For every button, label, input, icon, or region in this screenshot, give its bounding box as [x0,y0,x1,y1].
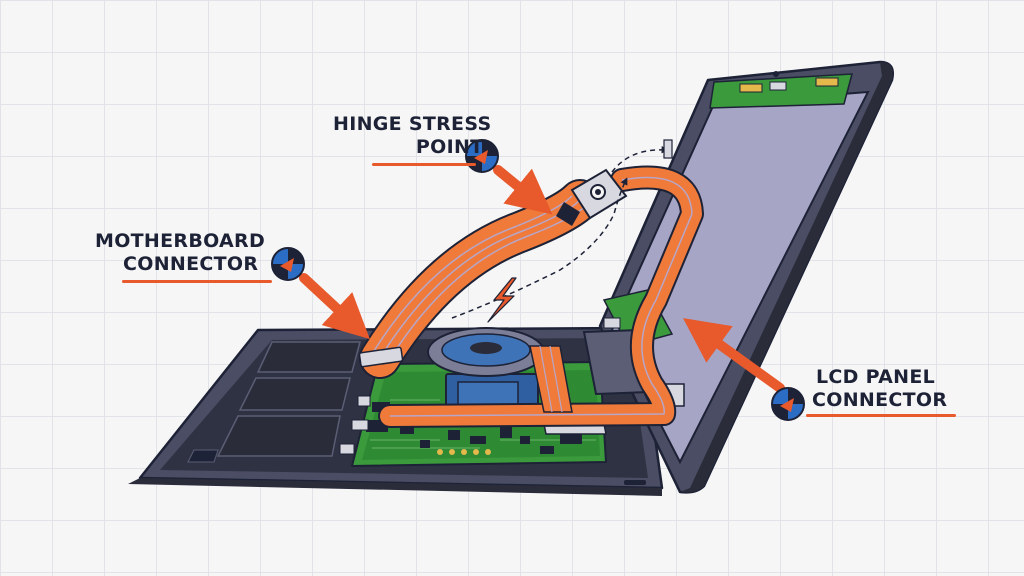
motherboard-connector-line1: MOTHERBOARD [95,230,266,252]
lcd-panel-connector-arrow [683,318,785,393]
ribbon-cable-secondary [529,345,573,413]
hinge-clip [556,168,628,226]
lcd-panel-connector-line2: CONNECTOR [812,389,948,411]
lcd-panel-connector-underline [806,414,956,417]
motherboard-connector-line2: CONNECTOR [123,253,259,275]
motherboard-connector-label: MOTHERBOARD CONNECTOR [95,230,265,276]
hinge-stress-point-line2: POINT [415,136,484,158]
ribbon-cable-lcd [378,165,704,428]
lightning-bolt-icon [487,277,517,323]
lcd-panel-connector-line1: LCD PANEL [816,366,936,388]
lcd-panel-connector-label: LCD PANEL CONNECTOR [812,366,947,412]
cooling-fan [427,327,545,377]
motherboard-connector-underline [122,280,272,283]
hinge-stress-arrow [493,165,553,215]
hinge-stress-point-line1: HINGE STRESS [333,113,492,135]
crosshair-marker-icon [271,247,305,281]
hinge-stress-point-label: HINGE STRESS POINT [333,113,491,159]
hinge-stress-underline [372,163,476,166]
motherboard-connector-arrow [299,273,370,340]
crosshair-marker-icon [771,387,805,421]
battery-pack [187,341,361,463]
